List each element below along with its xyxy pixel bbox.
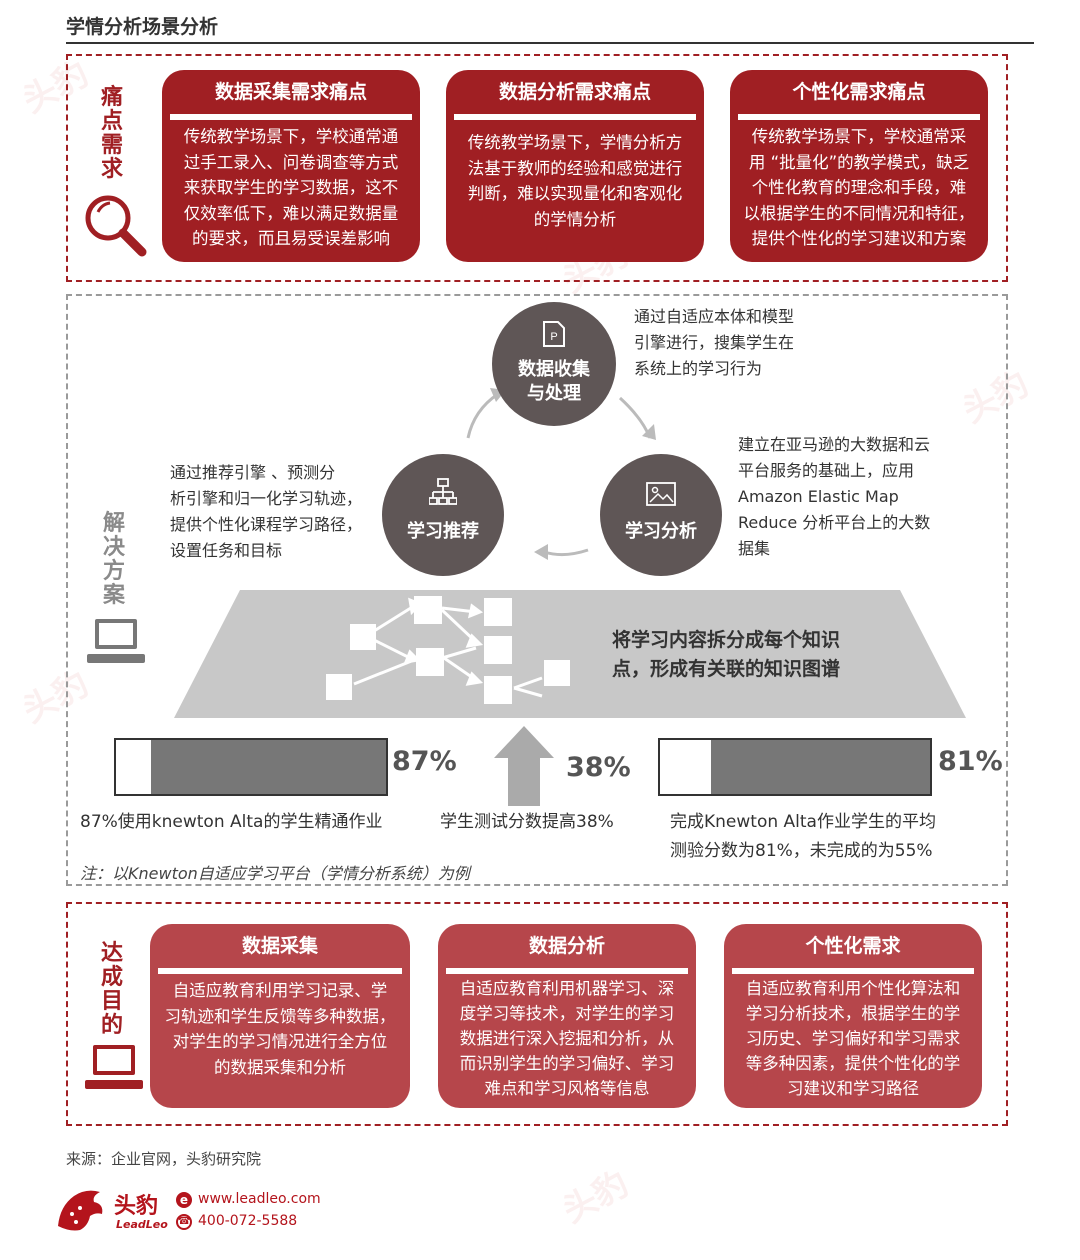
circle-label: 数据收集 与处理 xyxy=(518,359,590,404)
graph-node xyxy=(484,598,512,626)
stat-bar-87 xyxy=(114,738,388,796)
stat-value-87: 87% xyxy=(392,746,457,777)
hierarchy-icon xyxy=(429,478,457,505)
document-icon: P xyxy=(543,321,565,347)
svg-text:P: P xyxy=(550,331,557,343)
goals-panel xyxy=(66,902,1008,1126)
circle-label: 学习分析 xyxy=(625,521,697,542)
collect-note: 通过自适应本体和模型 引擎进行，搜集学生在 系统上的学习行为 xyxy=(634,307,795,378)
stat-caption-38: 学生测试分数提高38% xyxy=(440,812,614,832)
pain-points-panel xyxy=(66,54,1008,282)
card-title: 数据分析 xyxy=(528,935,605,957)
stat-bar-fill xyxy=(711,740,930,794)
graph-node xyxy=(484,676,512,704)
footnote: 注：以Knewton自适应学习平台（学情分析系统）为例 xyxy=(80,864,470,883)
goal-card-personalization: 个性化需求 自适应教育利用个性化算法和 学习分析技术，根据学生的学 习历史、学习… xyxy=(724,924,982,1108)
pain-card-personalization: 个性化需求痛点 传统教学场景下，学校通常采 用 “批量化”的教学模式，缺乏 个性… xyxy=(730,70,988,262)
phone-number: 400-072-5588 xyxy=(198,1213,298,1229)
computer-icon xyxy=(85,1045,143,1089)
solution-label: 解 决 方 案 xyxy=(102,511,125,608)
page-title: 学情分析场景分析 xyxy=(66,16,219,38)
card-title: 个性化需求 xyxy=(805,935,901,957)
magnifier-icon xyxy=(85,195,147,257)
title-divider xyxy=(66,42,1034,44)
stat-caption-81: 完成Knewton Alta作业学生的平均 测验分数为81%，未完成的为55% xyxy=(670,812,936,861)
stat-value-81: 81% xyxy=(938,746,1003,777)
leopard-logo-icon xyxy=(58,1190,103,1231)
image-icon xyxy=(646,482,676,506)
pain-card-data-collection: 数据采集需求痛点 传统教学场景下，学校通常通 过手工录入、问卷调查等方式 来获取… xyxy=(162,70,420,262)
watermark: 头豹 xyxy=(556,1163,636,1232)
card-title: 数据采集 xyxy=(241,935,318,957)
card-text: 传统教学场景下，学情分析方 法基于教师的经验和感觉进行 判断，难以实现量化和客观… xyxy=(467,133,683,229)
card-divider xyxy=(158,968,402,974)
card-text: 传统教学场景下，学校通常通 过手工录入、问卷调查等方式 来获取学生的学习数据，这… xyxy=(183,127,399,248)
graph-node xyxy=(416,648,444,676)
graph-node xyxy=(326,674,352,700)
computer-icon xyxy=(87,619,145,663)
stat-caption-87: 87%使用knewton Alta的学生精通作业 xyxy=(80,812,383,832)
card-divider xyxy=(454,114,696,120)
card-divider xyxy=(738,114,980,120)
knowledge-graph-caption: 将学习内容拆分成每个知识 点，形成有关联的知识图谱 xyxy=(612,629,841,680)
graph-node xyxy=(350,624,376,650)
stat-bar-fill xyxy=(151,740,386,794)
brand-name: 头豹 xyxy=(114,1194,159,1219)
data-collection-circle: P 数据收集 与处理 xyxy=(492,302,616,426)
pain-card-data-analysis: 数据分析需求痛点 传统教学场景下，学情分析方 法基于教师的经验和感觉进行 判断，… xyxy=(446,70,704,262)
card-divider xyxy=(446,968,688,974)
website-link[interactable]: www.leadleo.com xyxy=(198,1191,321,1207)
card-text: 自适应教育利用学习记录、学 习轨迹和学生反馈等多种数据， 对学生的学习情况进行全… xyxy=(164,981,396,1077)
circle-label: 学习推荐 xyxy=(407,521,479,542)
stat-bar-81 xyxy=(658,738,932,796)
card-text: 传统教学场景下，学校通常采 用 “批量化”的教学模式，缺乏 个性化教育的理念和手… xyxy=(743,127,975,248)
card-text: 自适应教育利用机器学习、深 度学习等技术，对学生的学习 数据进行深入挖掘和分析，… xyxy=(459,979,675,1098)
card-text: 自适应教育利用个性化算法和 学习分析技术，根据学生的学 习历史、学习偏好和学习需… xyxy=(745,979,961,1098)
solution-panel xyxy=(66,294,1008,886)
stat-value-38: 38% xyxy=(566,752,631,783)
pain-points-label: 痛 点 需 求 xyxy=(100,85,123,182)
analysis-note: 建立在亚马逊的大数据和云 平台服务的基础上，应用 Amazon Elastic … xyxy=(738,435,931,558)
goals-label: 达 成 目 的 xyxy=(100,941,123,1038)
card-divider xyxy=(732,968,974,974)
graph-node xyxy=(544,660,570,686)
increase-arrow xyxy=(494,726,554,806)
recommend-note: 通过推荐引擎 、预测分 析引擎和归一化学习轨迹， 提供个性化课程学习路径， 设置… xyxy=(170,463,363,560)
mail-icon: e xyxy=(176,1192,192,1208)
graph-node xyxy=(414,596,442,624)
goal-card-data-collection: 数据采集 自适应教育利用学习记录、学 习轨迹和学生反馈等多种数据， 对学生的学习… xyxy=(150,924,410,1108)
graph-node xyxy=(484,636,512,664)
card-divider xyxy=(170,114,412,120)
learning-analysis-circle: 学习分析 xyxy=(600,454,722,576)
card-title: 数据采集需求痛点 xyxy=(214,81,367,103)
card-title: 个性化需求痛点 xyxy=(792,81,926,103)
brand-name-en: LeadLeo xyxy=(116,1218,168,1231)
learning-recommendation-circle: 学习推荐 xyxy=(382,454,504,576)
goal-card-data-analysis: 数据分析 自适应教育利用机器学习、深 度学习等技术，对学生的学习 数据进行深入挖… xyxy=(438,924,696,1108)
card-title: 数据分析需求痛点 xyxy=(498,81,651,103)
phone-icon: ☎ xyxy=(176,1214,192,1230)
knowledge-graph xyxy=(174,590,966,718)
source-note: 来源：企业官网，头豹研究院 xyxy=(66,1150,262,1168)
